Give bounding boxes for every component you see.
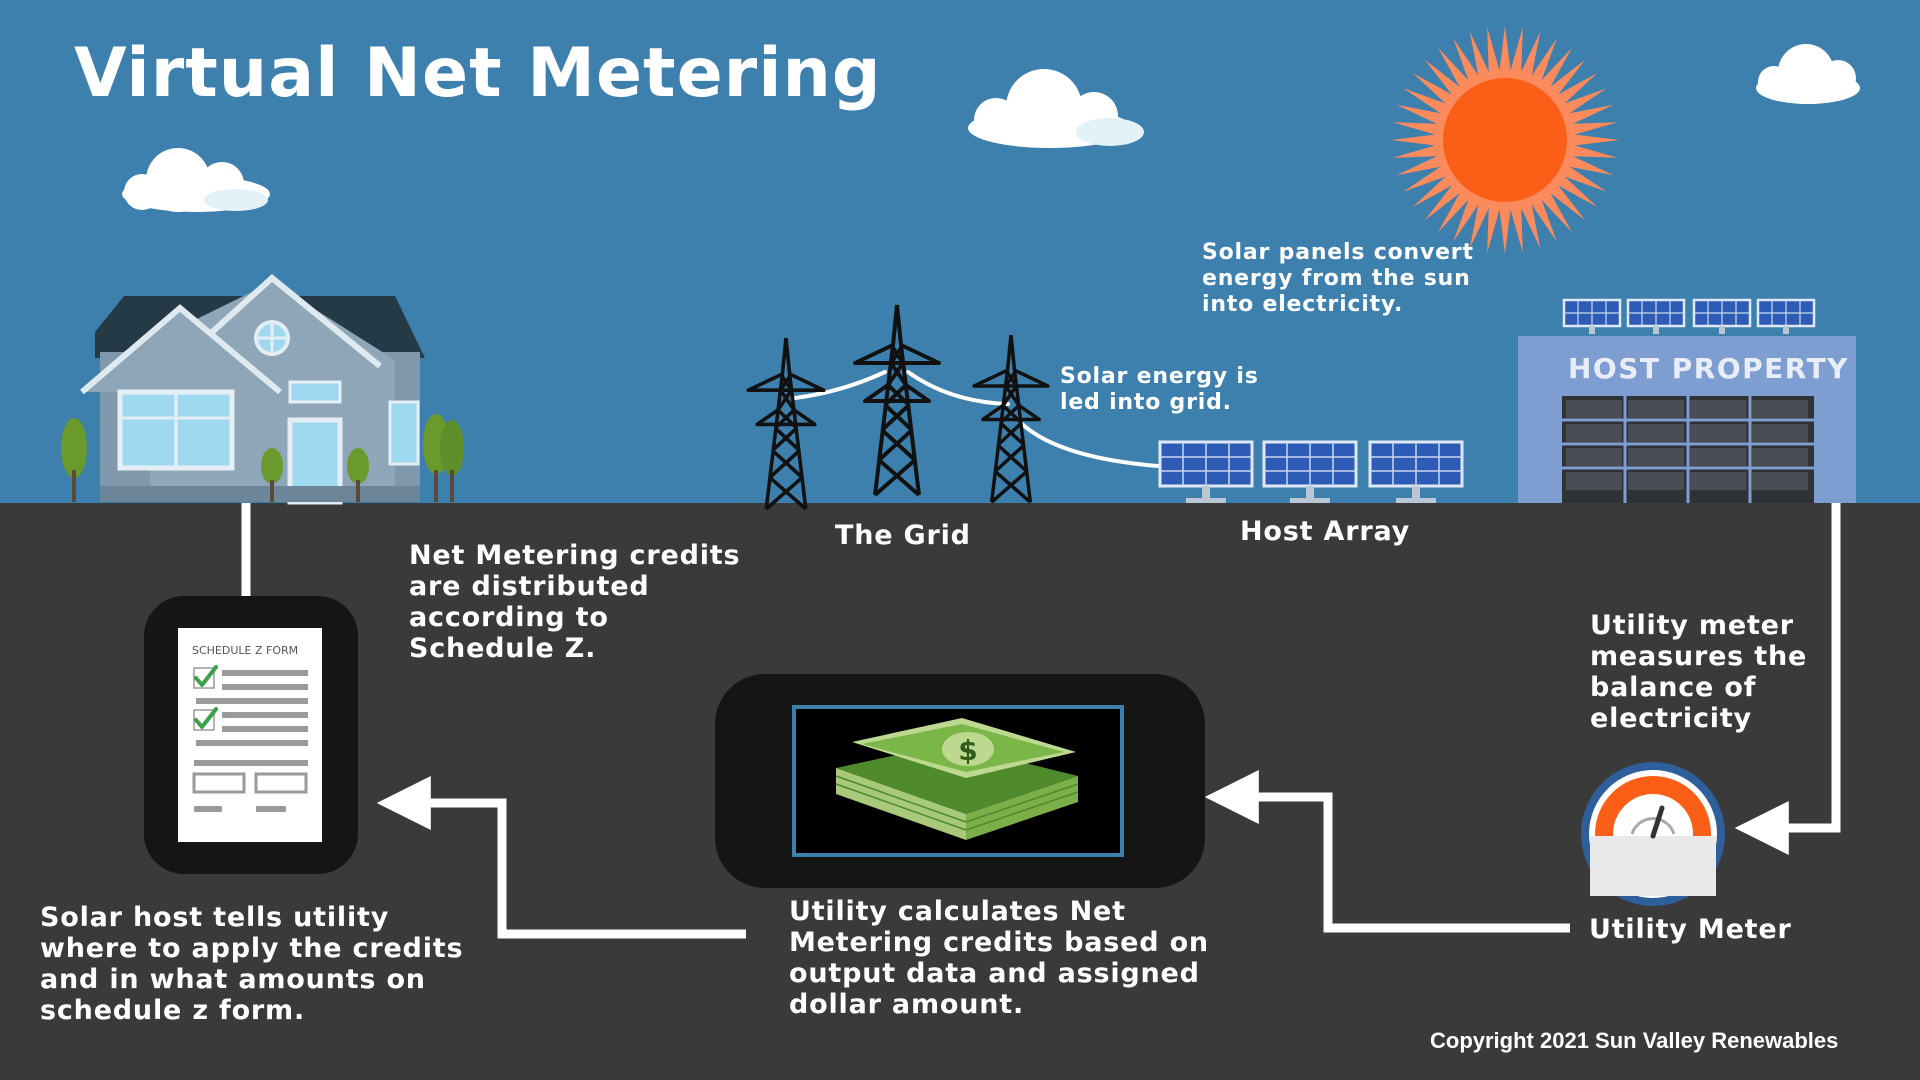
house-icon [61, 274, 464, 505]
caption-solar-panels: Solar panels convert energy from the sun… [1202, 240, 1474, 317]
cash-stack-icon: $ [835, 718, 1079, 840]
money-display: $ [715, 674, 1205, 888]
host-property-building-icon [1518, 298, 1856, 503]
caption-host-tells: Solar host tells utility where to apply … [40, 902, 464, 1026]
copyright-text: Copyright 2021 Sun Valley Renewables [1430, 1028, 1839, 1053]
checkmark-icon [192, 707, 218, 732]
sun-icon [1391, 26, 1619, 254]
cloud-icon [1756, 44, 1860, 104]
page-title: Virtual Net Metering [74, 34, 882, 113]
form-title: SCHEDULE Z FORM [192, 644, 298, 657]
host-array-icon [1158, 440, 1464, 505]
dollar-sign: $ [958, 734, 977, 767]
utility-meter-icon [1581, 762, 1725, 906]
checkmark-icon [192, 665, 218, 690]
caption-meter-measures: Utility meter measures the balance of el… [1590, 610, 1808, 734]
flow-arrow [241, 503, 1841, 939]
cloud-icon [122, 148, 270, 212]
power-line [793, 370, 1160, 468]
tablet-icon: SCHEDULE Z FORM [144, 596, 358, 874]
caption-credits-distributed: Net Metering credits are distributed acc… [409, 540, 741, 664]
cloud-icon [968, 69, 1144, 148]
utility-meter-label: Utility Meter [1589, 914, 1792, 945]
grid-label: The Grid [835, 520, 971, 551]
host-property-label: HOST PROPERTY [1568, 352, 1849, 385]
caption-utility-calculates: Utility calculates Net Metering credits … [789, 896, 1209, 1020]
host-array-label: Host Array [1240, 516, 1411, 547]
caption-solar-energy-grid: Solar energy is led into grid. [1060, 364, 1259, 415]
